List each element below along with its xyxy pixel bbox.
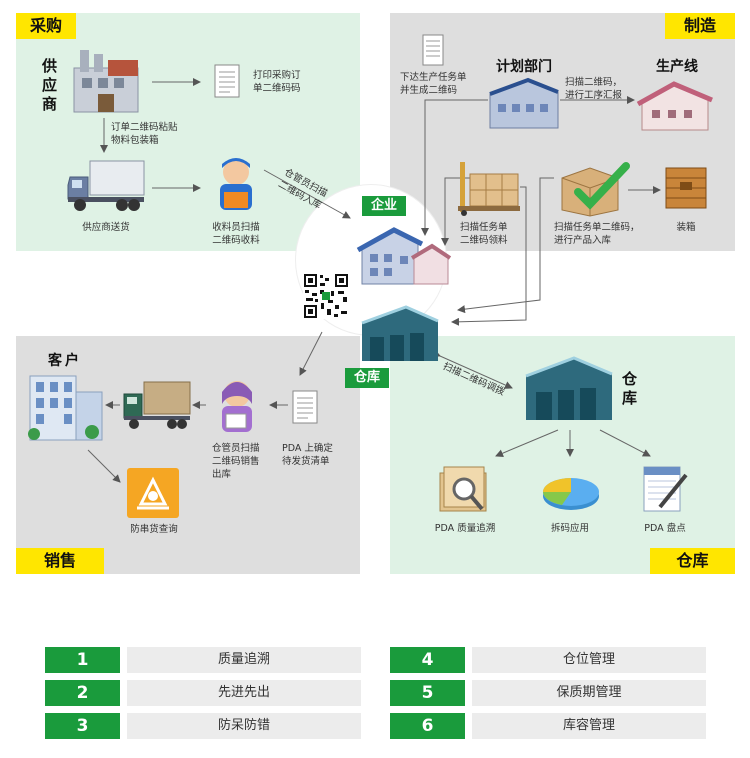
feature-number-2: 2 <box>45 680 120 706</box>
qr-code-icon <box>303 273 349 319</box>
task-document-icon <box>422 34 444 66</box>
inventory-notepad-icon <box>643 466 688 512</box>
receive-label-line1: 收料员扫描 <box>212 222 260 233</box>
supplier-label: 供应商 <box>42 57 58 113</box>
purchase-tag: 采购 <box>16 13 76 39</box>
sticker-label-line2: 物料包装箱 <box>111 135 159 146</box>
feature-label-3: 防呆防错 <box>127 713 361 739</box>
feature-row-1: 1 质量追溯 <box>45 647 361 673</box>
split-code-pie-icon <box>543 478 599 510</box>
stock-in-label-line1: 扫描任务单二维码， <box>554 222 640 233</box>
inventory-label: PDA 盘点 <box>644 523 686 534</box>
feature-row-5: 5 保质期管理 <box>390 680 706 706</box>
planning-building-icon <box>489 77 559 129</box>
split-code-label: 拆码应用 <box>550 523 589 534</box>
issue-task-label-line1: 下达生产任务单 <box>400 72 467 83</box>
delivery-label: 供应商送货 <box>82 222 130 233</box>
scan-report-label-line2: 进行工序汇报 <box>565 90 623 101</box>
document-icon <box>214 64 240 98</box>
warehouse-building-icon <box>361 305 439 361</box>
feature-number-4: 4 <box>390 647 465 673</box>
enterprise-tag: 企业 <box>362 196 406 216</box>
center-warehouse-tag: 仓库 <box>345 368 389 388</box>
feature-number-5: 5 <box>390 680 465 706</box>
receive-label-line2: 二维码收料 <box>212 235 260 246</box>
feature-number-1: 1 <box>45 647 120 673</box>
feature-row-2: 2 先进先出 <box>45 680 361 706</box>
stock-in-label-line2: 进行产品入库 <box>554 235 612 246</box>
anti-fake-label: 防串货查询 <box>130 524 178 535</box>
print-order-label-line1: 打印采购订 <box>253 70 301 81</box>
enterprise-building-icon <box>356 227 452 285</box>
pallet-boxes-icon <box>458 162 520 216</box>
pda-confirm-label-line1: PDA 上确定 <box>282 443 333 454</box>
warehouse-tag: 仓库 <box>650 548 735 574</box>
box-checkmark-icon <box>561 162 630 217</box>
feature-label-6: 库容管理 <box>472 713 706 739</box>
sales-out-label-line1: 仓管员扫描 <box>212 443 260 454</box>
sales-out-label-line3: 出库 <box>212 469 232 480</box>
packing-label: 装箱 <box>676 222 696 233</box>
purchase-quadrant <box>16 13 360 251</box>
customer-label: 客户 <box>48 353 82 369</box>
crate-icon <box>665 167 707 209</box>
customer-building-icon <box>28 375 103 441</box>
warehouse-main-icon <box>525 356 613 420</box>
issue-task-label-line2: 并生成二维码 <box>400 85 458 96</box>
feature-label-1: 质量追溯 <box>127 647 361 673</box>
pda-confirm-label-line2: 待发货清单 <box>282 456 330 467</box>
delivery-truck-icon <box>123 381 191 429</box>
feature-number-3: 3 <box>45 713 120 739</box>
planning-dept-label: 计划部门 <box>496 59 552 75</box>
receiver-worker-icon <box>220 158 252 210</box>
warehouse-title: 仓库 <box>622 370 638 407</box>
sales-out-label-line2: 二维码销售 <box>212 456 260 467</box>
sales-keeper-worker-icon <box>222 381 252 432</box>
feature-label-2: 先进先出 <box>127 680 361 706</box>
production-line-building-icon <box>636 81 713 131</box>
truck-icon <box>67 160 145 211</box>
feature-label-4: 仓位管理 <box>472 647 706 673</box>
pick-material-label-line1: 扫描任务单 <box>460 222 508 233</box>
pick-material-label-line2: 二维码领料 <box>460 235 508 246</box>
scan-report-label-line1: 扫描二维码， <box>565 77 623 88</box>
quality-trace-folder-icon <box>439 466 487 512</box>
sticker-label-line1: 订单二维码粘贴 <box>111 122 178 133</box>
quality-trace-label: PDA 质量追溯 <box>434 523 496 534</box>
sales-tag: 销售 <box>16 548 104 574</box>
feature-number-6: 6 <box>390 713 465 739</box>
manufacture-tag: 制造 <box>665 13 735 39</box>
feature-row-3: 3 防呆防错 <box>45 713 361 739</box>
print-order-label-line2: 单二维码码 <box>253 83 301 94</box>
production-line-label: 生产线 <box>656 59 698 75</box>
anti-fake-query-icon <box>127 468 179 518</box>
feature-label-5: 保质期管理 <box>472 680 706 706</box>
feature-row-4: 4 仓位管理 <box>390 647 706 673</box>
feature-row-6: 6 库容管理 <box>390 713 706 739</box>
factory-icon <box>73 50 139 113</box>
shipping-list-document-icon <box>292 390 318 424</box>
